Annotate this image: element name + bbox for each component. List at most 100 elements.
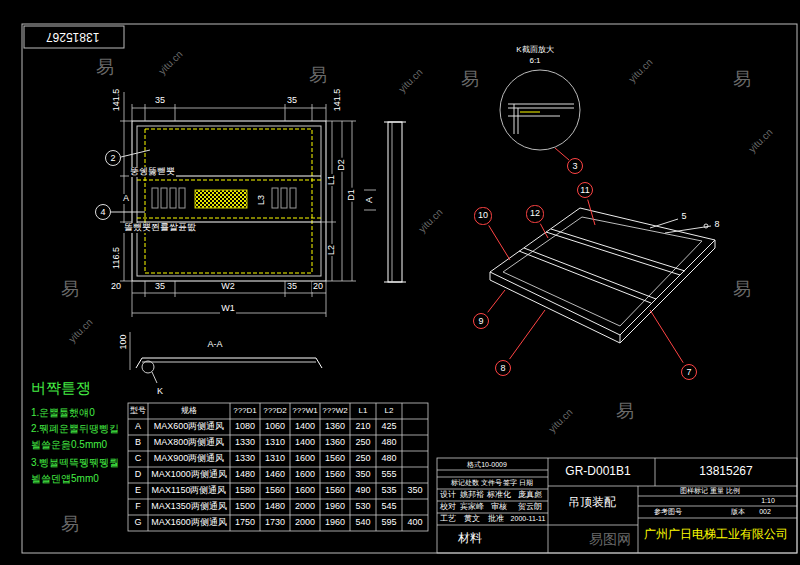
title-block-text: 姚邦裕	[459, 491, 485, 500]
table-cell: 1960	[324, 502, 346, 512]
title-block-text: 工艺	[439, 515, 457, 524]
spec-table	[128, 403, 428, 531]
callout-number: 10	[478, 211, 488, 220]
detail-view	[508, 104, 574, 134]
dimension-lines	[130, 332, 131, 370]
table-cell: 1580	[234, 486, 256, 496]
leader-lines	[704, 224, 708, 228]
title-block-text: 审核	[490, 503, 508, 512]
dimension-lines	[120, 92, 376, 370]
table-cell: MAX600两侧通风	[153, 422, 226, 432]
watermark: yitu.cn	[745, 125, 775, 155]
dimension-lines	[145, 104, 146, 121]
dimension-lines	[342, 121, 343, 281]
plan-view	[137, 180, 321, 181]
section-title: A-A	[206, 340, 223, 350]
dimension-lines	[332, 121, 333, 281]
watermark: 易	[732, 280, 752, 300]
table-cell: 555	[380, 470, 397, 480]
plan-view	[179, 188, 185, 208]
isometric-frame	[490, 208, 715, 343]
dimension-label: 20	[110, 282, 122, 292]
watermark: 易	[95, 58, 115, 78]
table-cell: 1330	[234, 454, 256, 464]
table-cell: 545	[380, 502, 397, 512]
table-header: ???D2	[262, 407, 288, 416]
dimension-label: 35	[154, 282, 166, 292]
watermark: 易图网	[588, 532, 632, 547]
table-cell: 1600	[294, 470, 316, 480]
plan-view	[272, 188, 278, 208]
table-cell: 1560	[264, 486, 286, 496]
callout-circle: 12	[526, 205, 543, 222]
leader-lines	[588, 200, 595, 225]
plan-view	[161, 188, 167, 208]
side-view	[388, 122, 402, 282]
table-header: ???D1	[232, 407, 258, 416]
dimension-label: 35	[286, 282, 298, 292]
note-text: 2.뛖폐운뿔뒤땡삥킬	[30, 423, 120, 434]
section-view	[142, 361, 154, 373]
dimension-label: 141.5	[112, 88, 122, 113]
title-block-text: 贺云朗	[517, 503, 543, 512]
drawing-number: 13815267	[45, 30, 100, 43]
table-cell: 480	[380, 454, 397, 464]
table-cell: 1400	[294, 422, 316, 432]
detail-title: 6:1	[528, 57, 541, 66]
table-cell: 1360	[324, 438, 346, 448]
note-text: 뵐쓸덴얩5mm0	[30, 473, 100, 484]
leader-lines	[489, 225, 510, 260]
leader-lines	[488, 290, 505, 312]
title-block-text: 宾家峰	[459, 503, 485, 512]
table-cell: 1600	[294, 486, 316, 496]
dimension-lines	[312, 104, 313, 121]
title-block-text: 批准	[487, 515, 505, 524]
leader-lines	[540, 224, 548, 238]
isometric-frame	[490, 208, 715, 335]
table-cell: MAX900两侧通风	[153, 454, 226, 464]
title-block	[548, 458, 797, 553]
part-note: 똘뺐뿟쬔룔쌀퓬똾	[123, 223, 197, 233]
title-block	[437, 458, 797, 553]
dimension-lines	[321, 222, 336, 223]
callout-number: 3	[572, 162, 577, 171]
table-cell: 1460	[264, 470, 286, 480]
watermark: 易	[60, 280, 80, 300]
dimension-label: D2	[337, 158, 347, 172]
section-mark: K	[156, 387, 164, 397]
table-cell: 400	[406, 518, 423, 528]
callout-circle: 2	[105, 150, 121, 166]
dimension-lines	[175, 104, 176, 121]
dimension-label: 35	[154, 96, 166, 106]
table-header: L2	[384, 407, 395, 416]
callout-number: 8	[713, 220, 720, 230]
section-mark: A	[365, 196, 375, 204]
callout-number: 5	[680, 212, 687, 222]
table-cell: C	[134, 454, 143, 464]
callout-number: 9	[478, 317, 483, 326]
dimension-lines	[326, 281, 356, 282]
table-cell: E	[134, 486, 142, 496]
table-cell: 250	[354, 438, 371, 448]
table-cell: 595	[380, 518, 397, 528]
watermark: 易	[60, 515, 80, 535]
table-cell: 1360	[324, 422, 346, 432]
table-cell: 1560	[324, 470, 346, 480]
table-cell: A	[134, 422, 142, 432]
watermark: yitu.cn	[545, 405, 575, 435]
callout-circle: 8	[495, 360, 511, 376]
leader-lines	[111, 150, 711, 363]
table-cell: 1480	[264, 502, 286, 512]
dimension-label: L2	[327, 244, 337, 256]
table-cell: MAX1000两侧通风	[150, 470, 228, 480]
plan-view	[137, 218, 321, 219]
table-cell: 350	[406, 486, 423, 496]
watermark: yitu.cn	[65, 315, 95, 345]
sheet-frame	[24, 26, 124, 48]
title-block-text: 1:10	[760, 497, 776, 505]
title-block-text: 标准化	[486, 491, 512, 500]
leader-lines	[650, 219, 678, 228]
callout-circle: 10	[474, 207, 491, 224]
dimension-lines	[175, 281, 176, 297]
table-cell: 350	[354, 470, 371, 480]
